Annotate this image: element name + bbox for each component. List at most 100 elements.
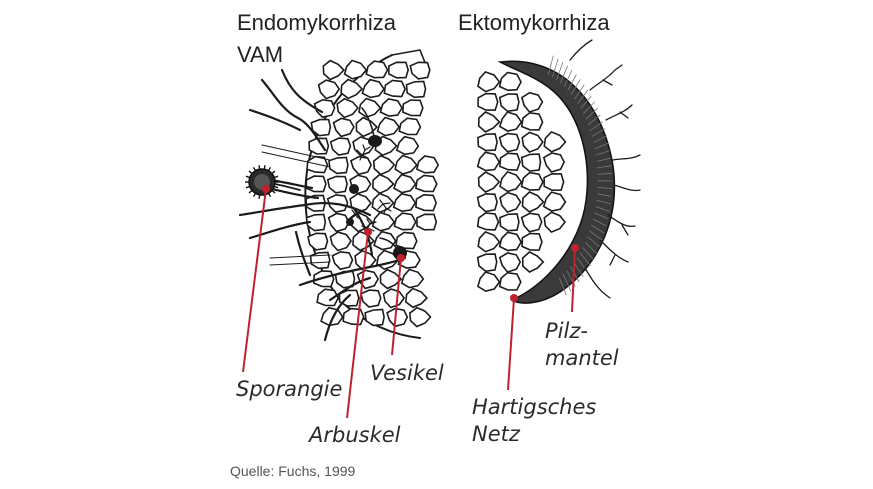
label-sporangie: Sporangie xyxy=(236,377,342,401)
cortex-cell xyxy=(542,152,565,173)
mantle-hatch-line xyxy=(582,247,595,260)
cortex-cell xyxy=(371,192,395,214)
cortex-cell xyxy=(543,211,567,234)
mantle-hatch-line xyxy=(579,252,591,266)
cortex-cell xyxy=(499,152,521,171)
sporangium-spike xyxy=(258,165,261,170)
cortex-cell xyxy=(376,116,401,137)
sporangium-spike xyxy=(271,189,276,194)
cortex-cell xyxy=(521,251,545,273)
cortex-cell xyxy=(499,170,523,193)
mantle-hatch-line xyxy=(596,199,611,205)
sporangium-spike xyxy=(248,170,253,175)
title-ektomykorrhiza: Ektomykorrhiza xyxy=(458,10,610,35)
cortex-cell xyxy=(392,192,417,213)
cortex-cell xyxy=(331,250,354,271)
mantle-hatch-line xyxy=(595,150,610,156)
mantle-hatch-line xyxy=(595,206,610,212)
cortex-cell xyxy=(543,130,567,153)
cortex-cell xyxy=(499,213,520,232)
mantle-hatch-line xyxy=(594,212,609,220)
cortex-cell xyxy=(394,154,418,175)
cortex-cell xyxy=(328,156,349,175)
title-endomykorrhiza: Endomykorrhiza xyxy=(237,10,397,35)
mantle-hatch-line xyxy=(583,101,595,115)
cortex-cell xyxy=(379,268,403,290)
mantle-hatch-line xyxy=(558,277,567,296)
callout-line-sporangie xyxy=(242,188,267,373)
callout-line-hartig xyxy=(507,297,515,391)
callout-line-pilzmantel xyxy=(571,247,576,313)
cortex-cell xyxy=(477,92,499,111)
sporangium-spike xyxy=(252,192,257,198)
mantle-hatch-line xyxy=(580,95,592,109)
cortex-cell xyxy=(343,59,368,80)
mantle-hatch-line xyxy=(589,230,603,241)
cortex-cell xyxy=(386,307,409,328)
mantle-hatch-line xyxy=(593,135,607,143)
source-credit: Quelle: Fuchs, 1999 xyxy=(230,463,356,479)
label-hartigsches-1: Hartigsches xyxy=(472,395,596,419)
cortex-cell xyxy=(310,118,332,137)
mantle-hatch-line xyxy=(587,114,601,126)
cortex-cell xyxy=(309,251,331,270)
cortex-cell xyxy=(326,175,348,194)
cortex-cell xyxy=(387,61,410,79)
cortex-cell xyxy=(415,155,440,174)
mantle-hatch-line xyxy=(591,224,605,234)
cortex-cell xyxy=(393,212,417,231)
callout-line-arbuskel xyxy=(346,231,369,419)
cortex-cell xyxy=(498,93,520,113)
mantle-hatch-line xyxy=(559,65,568,84)
mantle-hatch-line xyxy=(597,186,612,190)
cortex-cell xyxy=(364,308,385,327)
cortex-cell xyxy=(499,191,522,214)
vesicle-icons xyxy=(346,107,407,260)
sporangium-spike xyxy=(273,175,279,179)
cortex-cell xyxy=(416,213,438,231)
cortex-cell xyxy=(322,59,346,81)
cortex-cell xyxy=(329,231,352,252)
cortex-cell xyxy=(349,155,372,176)
sporangium-spike xyxy=(245,185,251,189)
mantle-hatch-line xyxy=(594,142,609,150)
cortex-cell xyxy=(476,192,498,213)
mantle-hatch-line xyxy=(597,165,612,169)
cortex-cell xyxy=(477,171,501,193)
cortex-cell xyxy=(498,231,523,252)
cortex-cell xyxy=(329,137,352,156)
callout-line-vesikel xyxy=(391,257,402,356)
cortex-cell xyxy=(476,253,498,273)
cortex-cell xyxy=(373,230,397,251)
cortex-cell xyxy=(521,131,544,154)
cortex-cell xyxy=(342,307,365,326)
cortex-cell xyxy=(498,271,522,291)
cortex-cell xyxy=(415,174,438,193)
cortex-cell xyxy=(476,212,500,231)
cortex-cell xyxy=(521,232,543,251)
cortex-cell xyxy=(361,78,385,99)
label-pilzmantel-1: Pilz- xyxy=(545,319,588,343)
label-hartigsches-2: Netz xyxy=(472,422,521,446)
cortex-cell xyxy=(498,71,522,92)
cortex-cell xyxy=(365,60,389,79)
sporangium-spike xyxy=(245,175,251,179)
cortex-cell xyxy=(477,111,501,133)
mantle-hatch-line xyxy=(584,241,598,254)
cortex-cell xyxy=(305,175,327,193)
cortex-cell xyxy=(476,271,501,293)
cortex-cell xyxy=(340,78,364,100)
cortex-cell xyxy=(520,91,544,113)
sporangium-spike xyxy=(267,166,272,172)
cortex-cell xyxy=(332,117,355,138)
cortex-cell xyxy=(336,97,359,119)
cortex-cell xyxy=(307,232,329,251)
cortex-cell xyxy=(395,231,418,250)
cortex-cell xyxy=(520,111,544,131)
cortex-cell xyxy=(327,212,350,233)
cortex-cell xyxy=(520,212,543,233)
mantle-hatch-line xyxy=(552,58,559,78)
cortex-cell xyxy=(308,137,330,155)
mantle-hatch-line xyxy=(556,61,564,81)
cortex-cell xyxy=(405,80,427,99)
